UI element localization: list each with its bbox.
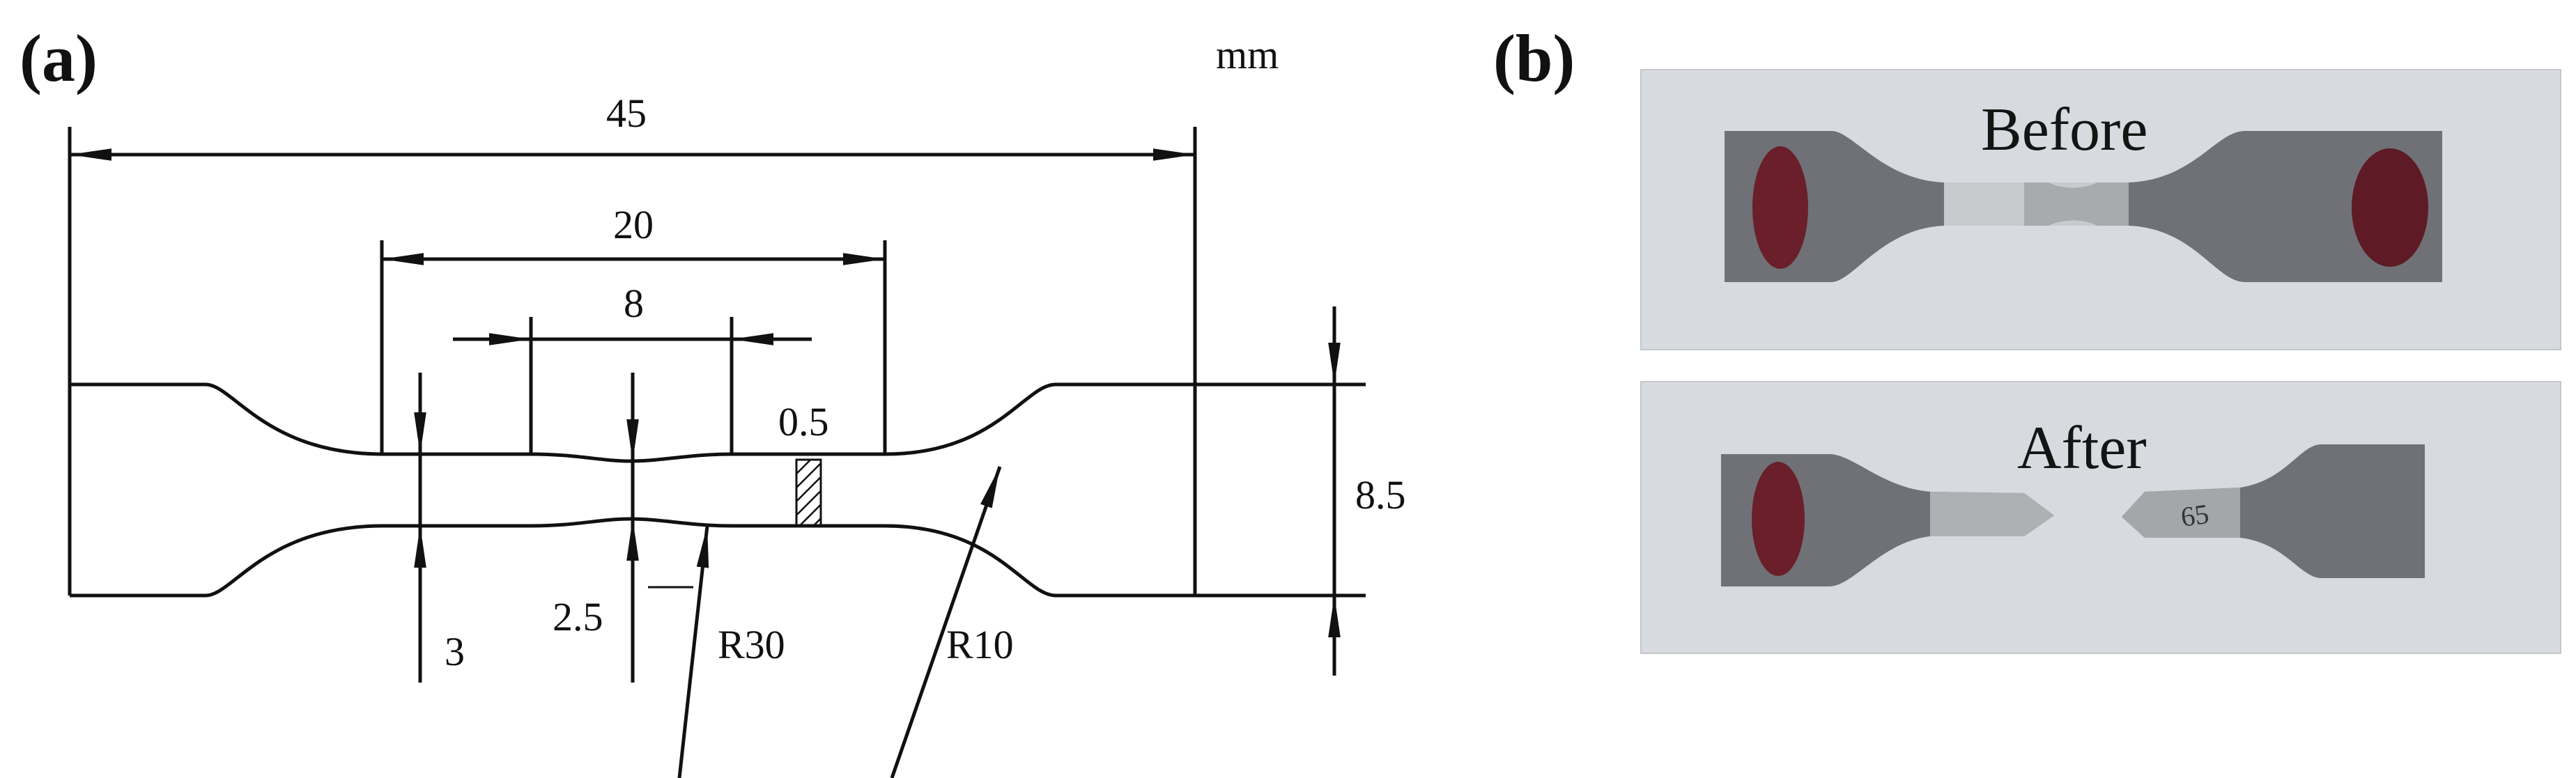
r30-leader bbox=[677, 525, 709, 778]
dim-0.5-label: 0.5 bbox=[778, 399, 829, 444]
paint-mark-after bbox=[1752, 462, 1805, 576]
specimen-marking: 65 bbox=[2179, 498, 2211, 533]
photo-after: 65 After bbox=[1640, 381, 2561, 654]
specimen-after-fractured: 65 bbox=[1721, 444, 2425, 586]
r10-label: R10 bbox=[946, 622, 1014, 667]
specimen-before-intact bbox=[1725, 131, 2442, 282]
after-caption: After bbox=[2017, 414, 2147, 482]
unit-label: mm bbox=[1216, 32, 1279, 77]
dim-3-label: 3 bbox=[445, 629, 465, 674]
specimen-bottom-edge bbox=[70, 517, 1366, 598]
dim-8.5-label: 8.5 bbox=[1355, 472, 1406, 518]
dim-45-label: 45 bbox=[606, 91, 647, 136]
panel-a-label: (a) bbox=[20, 21, 98, 95]
dim-8-label: 8 bbox=[624, 281, 644, 326]
specimen-outline bbox=[68, 127, 1366, 598]
panel-b-label: (b) bbox=[1493, 21, 1575, 95]
paint-mark-right bbox=[2352, 148, 2428, 267]
dim-20-label: 20 bbox=[613, 202, 654, 247]
r10-leader bbox=[890, 466, 1002, 778]
photo-before: Before bbox=[1640, 69, 2561, 350]
paint-mark-left bbox=[1752, 146, 1808, 269]
before-caption: Before bbox=[1981, 96, 2147, 164]
slot-hatch bbox=[795, 458, 822, 527]
specimen-top-edge bbox=[70, 382, 1366, 463]
dim-2.5-label: 2.5 bbox=[553, 594, 603, 639]
r30-label: R30 bbox=[718, 622, 785, 667]
